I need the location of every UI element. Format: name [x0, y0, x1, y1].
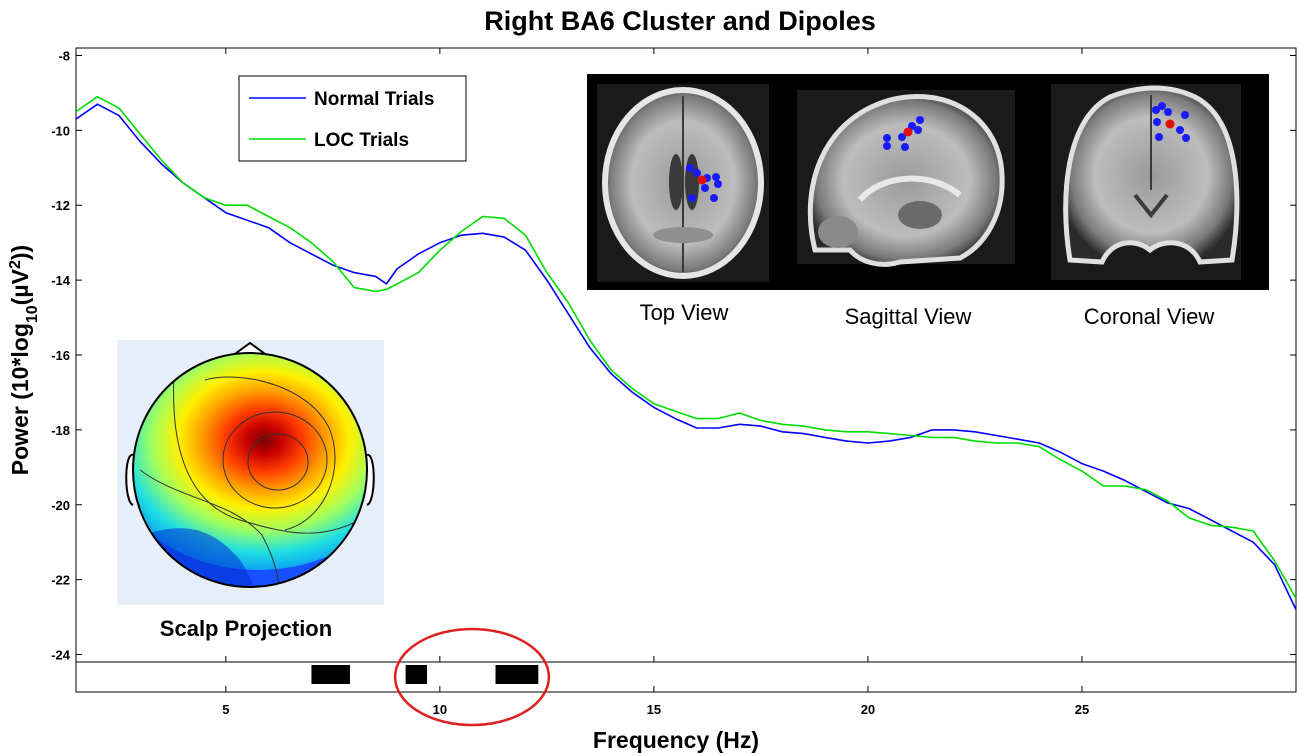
scalp-map — [133, 353, 367, 587]
top-view-image — [597, 84, 769, 282]
x-tick-label-4: 25 — [1075, 702, 1089, 717]
legend: Normal Trials LOC Trials — [238, 75, 467, 162]
legend-box — [238, 75, 467, 162]
y-axis: -24 -22 -20 -18 -16 -14 -12 -10 -8 — [51, 48, 1296, 663]
x-tick-label-0: 5 — [222, 702, 229, 717]
legend-label-normal: Normal Trials — [314, 89, 434, 110]
top-view-dipoles — [686, 164, 722, 202]
significance-bar-0 — [311, 665, 350, 684]
significance-bar-1 — [405, 665, 428, 684]
coronal-view-label: Coronal View — [1084, 304, 1215, 329]
sagittal-view-dipoles — [883, 116, 924, 151]
y-axis-label: Power (10*log10(µV2)) — [7, 245, 41, 475]
significance-frame — [75, 661, 1297, 693]
coronal-view-image — [1051, 84, 1241, 280]
top-view-label: Top View — [640, 300, 729, 325]
x-axis — [225, 48, 1083, 692]
y-tick-label-5: -14 — [51, 273, 71, 288]
y-tick-label-0: -24 — [51, 648, 71, 663]
scalp-projection-inset — [117, 340, 384, 605]
y-tick-label-3: -18 — [51, 423, 70, 438]
sagittal-view-image — [797, 90, 1015, 267]
x-tick-label-3: 20 — [861, 702, 875, 717]
scalp-projection-label: Scalp Projection — [160, 616, 332, 641]
scalp-outline — [132, 352, 368, 588]
y-tick-label-6: -12 — [51, 198, 70, 213]
chart-title: Right BA6 Cluster and Dipoles — [484, 6, 876, 36]
scalp-right-ear — [366, 454, 375, 506]
y-tick-label-8: -8 — [58, 48, 70, 63]
significance-highlight — [393, 627, 551, 727]
scalp-left-ear — [125, 454, 134, 506]
y-tick-label-4: -16 — [51, 348, 70, 363]
series-line-0 — [75, 103, 1297, 610]
series-line-1 — [75, 95, 1297, 599]
significance-strip — [75, 627, 1297, 727]
significance-bar-2 — [495, 665, 539, 684]
x-tick-labels: 5 10 15 20 25 — [222, 702, 1089, 717]
series-layer — [75, 95, 1297, 610]
sagittal-view-label: Sagittal View — [845, 304, 972, 329]
y-tick-label-7: -10 — [51, 123, 70, 138]
coronal-view-dipoles — [1152, 102, 1190, 142]
significance-bars — [311, 665, 539, 684]
x-tick-label-2: 15 — [647, 702, 661, 717]
brain-views-inset — [587, 74, 1269, 290]
y-tick-label-1: -22 — [51, 573, 70, 588]
y-tick-label-2: -20 — [51, 498, 70, 513]
x-axis-label: Frequency (Hz) — [593, 727, 759, 753]
x-tick-label-1: 10 — [433, 702, 447, 717]
legend-label-loc: LOC Trials — [314, 130, 409, 151]
